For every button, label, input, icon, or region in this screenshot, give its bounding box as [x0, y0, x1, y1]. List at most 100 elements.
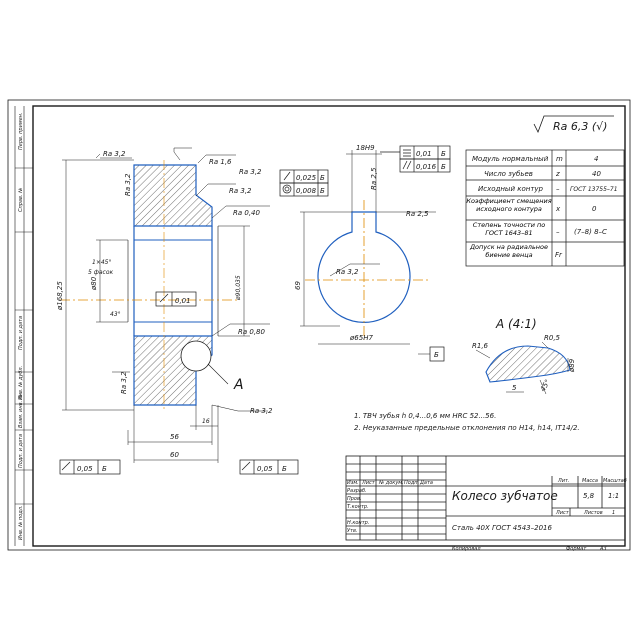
- dim-keyway-width: 18H9: [356, 144, 375, 152]
- inner-frame: [32, 105, 626, 547]
- general-roughness-symbol: [533, 115, 614, 133]
- detail-a: [475, 341, 571, 395]
- hub-dimensions: [300, 150, 436, 355]
- param-sym-4: –: [556, 228, 560, 236]
- stamp-mass-value: 5,8: [583, 492, 595, 500]
- stamp-col-1: Лист: [361, 480, 376, 486]
- param-name-2: Исходный контур: [478, 185, 544, 193]
- param-name-3: Коэффициент смещения исходного контура: [466, 197, 552, 213]
- note-2: 2. Неуказанные предельные отклонения по …: [354, 424, 580, 432]
- left-strip: [14, 106, 33, 546]
- tol-symmetry-value: 0,01: [416, 150, 432, 158]
- param-val-1: 40: [592, 170, 601, 178]
- stamp-format-value: А3: [599, 546, 607, 552]
- dim-width-60: 60: [170, 451, 179, 459]
- dim-width-56: 56: [170, 433, 179, 441]
- roughness-11: Ra 3,2: [336, 268, 359, 276]
- detail-title: A (4:1): [495, 317, 537, 331]
- param-sym-0: m: [556, 155, 563, 163]
- dim-chamfer: 1×45°: [92, 259, 111, 266]
- strip-label-5: Взам. инв. №: [18, 394, 24, 428]
- strip-label-6: Подп. и дата: [18, 434, 24, 468]
- tol-runout-1-value: 0,025: [296, 174, 317, 182]
- stamp-lit-label: Лит.: [557, 478, 570, 484]
- detail-length: 5: [512, 384, 517, 392]
- gear-params-table: [465, 149, 625, 267]
- roughness-4: Ra 3,2: [124, 173, 132, 196]
- hub-view: [305, 200, 430, 340]
- strip-label-4: Инв. № дубл.: [18, 366, 24, 400]
- roughness-8: Ra 3,2: [120, 371, 128, 394]
- strip-label-3: Подп. и дата: [18, 316, 24, 350]
- stamp-person-4: Н.контр.: [347, 520, 369, 526]
- stamp-person-0: Разраб.: [347, 488, 367, 494]
- stamp-col-4: Дата: [419, 480, 433, 486]
- stamp-scale-label: Масштаб: [603, 478, 627, 484]
- general-roughness: Ra 6,3 (√): [553, 120, 607, 133]
- params-rows: Модуль нормальный m 4 Число зубьев z 40 …: [466, 155, 618, 259]
- stamp-person-2: Т.контр.: [347, 504, 369, 510]
- detail-radius-2: R0,5: [544, 334, 561, 342]
- title-block: [345, 455, 626, 541]
- param-sym-2: –: [556, 185, 560, 193]
- stamp-format-label: Формат: [566, 546, 587, 552]
- tol-cylindricity: 0,01: [175, 297, 191, 305]
- tolerance-frames-gear: [59, 169, 329, 475]
- dim-angle: 43°: [110, 311, 121, 318]
- view-a-label: A: [233, 377, 244, 393]
- dim-chamfer-count: 5 фасок: [88, 269, 114, 276]
- roughness-12: Ra 2,5: [406, 210, 429, 218]
- roughness-3: Ra 3,2: [239, 168, 262, 176]
- dim-bore-fit: ø65H7: [349, 334, 373, 342]
- param-val-2: ГОСТ 13755–71: [570, 186, 618, 193]
- param-val-4: (7–8) 8–С: [574, 228, 607, 236]
- roughness-5: Ra 3,2: [229, 187, 252, 195]
- dim-outer-diameter: ø168,25: [56, 281, 64, 311]
- tol-runout-2-value: 0,008: [296, 187, 317, 195]
- detail-diameter: ø89: [568, 358, 576, 373]
- datum-label: Б: [434, 351, 439, 359]
- strip-label-1: Перв. примен.: [18, 112, 24, 150]
- stamp-col-0: Изм.: [347, 480, 359, 486]
- param-name-0: Модуль нормальный: [472, 155, 549, 163]
- datum-frame: [429, 346, 445, 362]
- param-name-1: Число зубьев: [484, 170, 533, 178]
- tol-symmetry-base: Б: [441, 150, 446, 158]
- stamp-material: Сталь 40Х ГОСТ 4543–2016: [452, 524, 552, 532]
- stamp-person-5: Утв.: [347, 528, 358, 534]
- stamp-sheet-label: Лист: [555, 510, 570, 516]
- roughness-6: Ra 0,40: [233, 209, 261, 217]
- tol-bottom-1-base: Б: [102, 465, 107, 473]
- roughness-1: Ra 3,2: [103, 150, 126, 158]
- tol-bottom-2-value: 0,05: [257, 465, 273, 473]
- stamp-sheets-label: Листов: [583, 510, 603, 516]
- stamp-scale-value: 1:1: [608, 492, 619, 500]
- strip-label-2: Справ. №: [18, 188, 24, 212]
- stamp-sheets-value: 1: [612, 510, 615, 516]
- stamp-title: Колесо зубчатое: [452, 489, 558, 503]
- note-1: 1. ТВЧ зубья h 0,4...0,6 мм HRC 52...56.: [354, 412, 496, 420]
- detail-angle: 45°: [539, 378, 552, 393]
- roughness-7: Ra 0,80: [238, 328, 266, 336]
- tol-runout-1-base: Б: [320, 174, 325, 182]
- tol-bottom-1-value: 0,05: [77, 465, 93, 473]
- gear-dimension-lines: [62, 159, 250, 463]
- dim-bore-diameter: ø80: [90, 276, 98, 291]
- tol-parallel-value: 0,016: [416, 163, 437, 171]
- tol-parallel-base: Б: [441, 163, 446, 171]
- gear-roughness-leaders: [95, 147, 270, 412]
- param-sym-5: Fr: [555, 251, 563, 259]
- dim-hub-diameter: ø90,035: [235, 275, 242, 301]
- strip-label-7: Инв. № подл.: [18, 506, 24, 541]
- stamp-col-2: № докум.: [378, 480, 404, 486]
- stamp-person-1: Пров.: [347, 496, 362, 502]
- detail-radius-1: R1,6: [472, 342, 489, 350]
- roughness-9: Ra 3,2: [250, 407, 273, 415]
- param-sym-1: z: [555, 170, 560, 178]
- tolerance-frames-hub: [380, 145, 451, 173]
- param-name-4: Степень точности по ГОСТ 1643–81: [472, 221, 546, 237]
- param-val-0: 4: [594, 155, 598, 163]
- stamp-col-3: Подп.: [404, 480, 419, 486]
- roughness-2: Ra 1,6: [209, 158, 232, 166]
